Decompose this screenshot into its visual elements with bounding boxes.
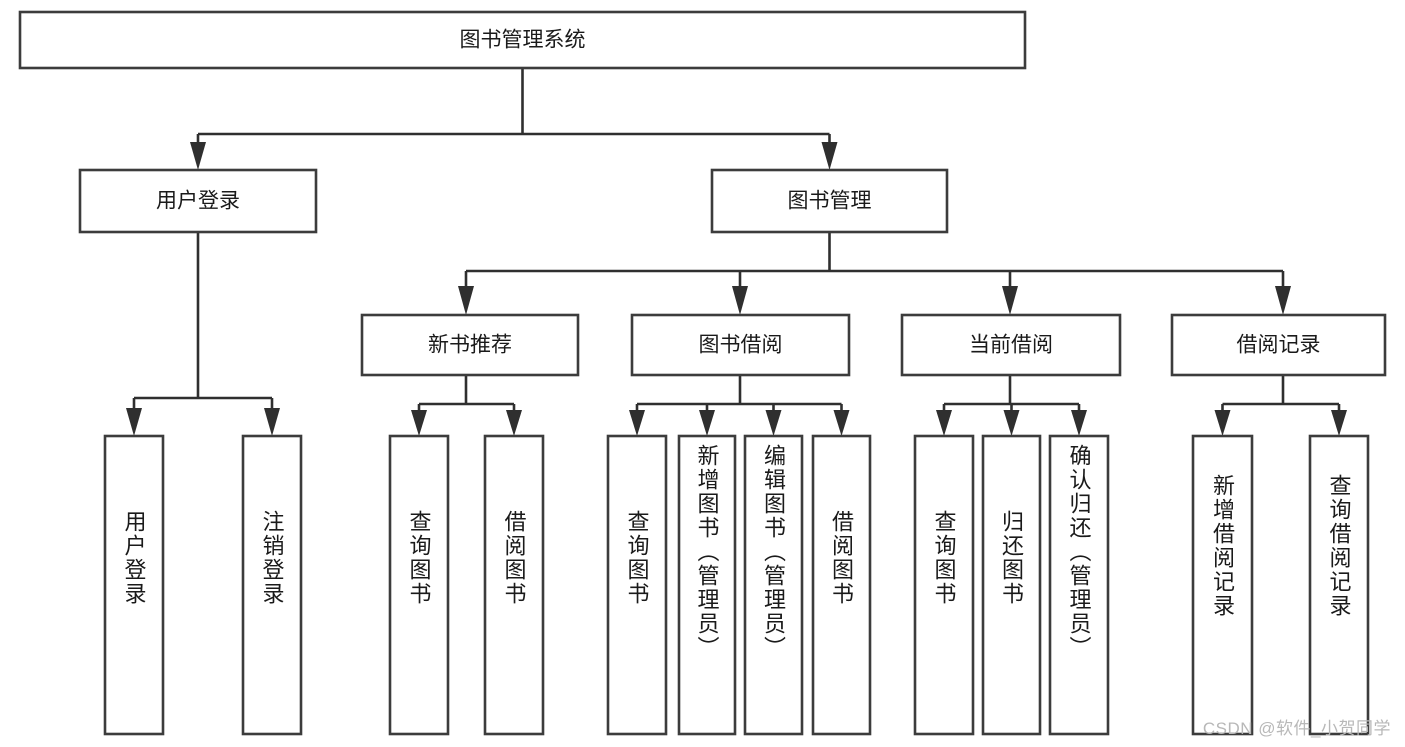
arrow-to-leaf-query-book-1	[411, 410, 427, 436]
arrow-to-leaf-return-book	[1003, 410, 1020, 436]
arrow-to-current-borrow	[1002, 286, 1018, 315]
node-current-borrow-label: 当前借阅	[969, 334, 1053, 357]
leaf-box-confirm-return[interactable]	[1048, 434, 1110, 736]
node-book-manage-box[interactable]	[710, 168, 949, 234]
arrow-to-leaf-query-book-2	[629, 410, 645, 436]
node-layer: 图书管理系统 用户登录 图书管理 新书推荐 图书借阅 当前借阅 借阅记录	[18, 10, 1387, 736]
node-book-manage-label: 图书管理	[788, 190, 872, 213]
leaf-box-add-record[interactable]	[1191, 434, 1254, 736]
node-borrow-record-box[interactable]	[1170, 313, 1387, 377]
node-title-label: 图书管理系统	[460, 29, 586, 52]
node-book-borrow-label: 图书借阅	[699, 334, 783, 357]
node-new-book-label: 新书推荐	[428, 334, 512, 357]
arrow-to-leaf-edit-book	[765, 410, 782, 436]
node-user-login-box[interactable]	[78, 168, 318, 234]
arrow-to-leaf-borrow-book-2	[833, 410, 850, 436]
leaf-box-query-record[interactable]	[1308, 434, 1370, 736]
leaf-box-add-book[interactable]	[677, 434, 737, 736]
arrow-to-borrow-record	[1275, 286, 1291, 315]
leaf-box-user-login[interactable]	[103, 434, 165, 736]
arrow-to-leaf-user-login	[126, 408, 142, 436]
leaf-box-query-book-borrow[interactable]	[606, 434, 668, 736]
arrow-to-leaf-logout	[264, 408, 280, 436]
arrow-to-user-login	[190, 142, 206, 170]
node-new-book-box[interactable]	[360, 313, 580, 377]
arrow-to-leaf-add-record	[1214, 410, 1231, 436]
node-user-login-label: 用户登录	[156, 190, 240, 213]
arrow-to-leaf-query-record	[1331, 410, 1347, 436]
node-title-box[interactable]	[18, 10, 1027, 70]
csdn-watermark: CSDN @软件_小贺同学	[1202, 719, 1391, 738]
node-book-borrow-box[interactable]	[630, 313, 851, 377]
node-current-borrow-box[interactable]	[900, 313, 1122, 377]
leaf-box-borrow-book[interactable]	[811, 434, 872, 736]
arrow-to-new-book	[458, 286, 474, 315]
connector-layer	[126, 68, 1347, 436]
arrow-to-leaf-confirm-return	[1071, 410, 1087, 436]
node-borrow-record-label: 借阅记录	[1237, 334, 1321, 357]
arrow-to-leaf-query-book-3	[936, 410, 952, 436]
arrow-to-leaf-add-book	[699, 410, 715, 436]
leaf-box-return-book[interactable]	[981, 434, 1042, 736]
leaf-box-query-book-newbook[interactable]	[388, 434, 450, 736]
arrow-to-book-borrow	[732, 286, 748, 315]
leaf-box-query-book-current[interactable]	[913, 434, 975, 736]
arrow-to-book-manage	[821, 142, 838, 170]
leaf-box-edit-book[interactable]	[743, 434, 804, 736]
leaf-box-logout[interactable]	[241, 434, 303, 736]
arrow-to-leaf-borrow-book-1	[506, 410, 522, 436]
leaf-box-borrow-book-newbook[interactable]	[483, 434, 545, 736]
